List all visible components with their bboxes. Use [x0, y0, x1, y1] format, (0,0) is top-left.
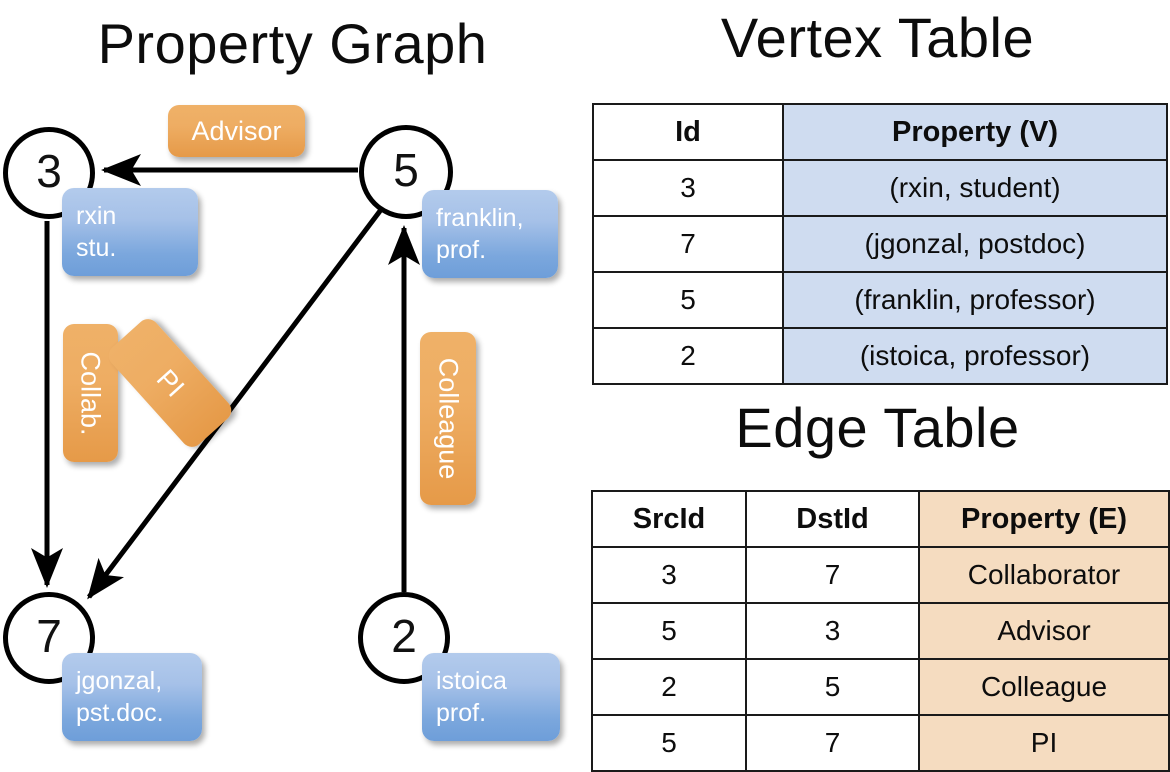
- table-row: 2 (istoica, professor): [592, 327, 1168, 385]
- node-property-2-line1: istoica: [436, 667, 507, 695]
- table-row: 3 7 Collaborator: [591, 546, 1170, 604]
- node-property-3-line2: stu.: [76, 234, 117, 262]
- graph-node-2-label: 2: [391, 610, 417, 662]
- node-property-5-line1: franklin,: [436, 204, 524, 232]
- node-property-7-line1: jgonzal,: [76, 667, 163, 695]
- edge-cell-srcid: 5: [591, 602, 747, 660]
- page-title-vertex-table: Vertex Table: [720, 6, 1035, 69]
- vertex-cell-id: 5: [592, 271, 784, 329]
- table-row: 5 7 PI: [591, 714, 1170, 772]
- graph-node-5[interactable]: 5: [359, 125, 453, 219]
- vertex-cell-property: (istoica, professor): [782, 327, 1168, 385]
- node-property-5-line2: prof.: [436, 236, 487, 264]
- node-property-box-7: jgonzal, pst.doc.: [62, 653, 202, 741]
- edge-cell-dstid: 7: [745, 714, 920, 772]
- edge-label-pi-text: PI: [150, 363, 191, 403]
- edge-cell-dstid: 5: [745, 658, 920, 716]
- edge-table: SrcId DstId Property (E) 3 7 Collaborato…: [591, 490, 1170, 772]
- edge-label-collab: Collab.: [63, 324, 118, 462]
- edge-label-colleague: Colleague: [420, 332, 476, 505]
- edge-5-to-7-pi: [87, 205, 385, 600]
- property-graph-diagram: 3 5 7 2 rxin stu. franklin, prof. jgonza…: [0, 0, 585, 760]
- node-property-box-2: istoica prof.: [422, 653, 560, 741]
- node-property-3-line1: rxin: [76, 202, 117, 230]
- page-title-property-graph: Property Graph: [97, 12, 488, 75]
- node-property-2-line2: prof.: [436, 699, 487, 727]
- vertex-cell-id: 7: [592, 215, 784, 273]
- edge-table-col-srcid: SrcId: [591, 490, 747, 548]
- vertex-table-col-property: Property (V): [782, 103, 1168, 161]
- vertex-cell-property: (rxin, student): [782, 159, 1168, 217]
- vertex-table-header-row: Id Property (V): [592, 103, 1168, 161]
- table-row: 3 (rxin, student): [592, 159, 1168, 217]
- node-property-box-3: rxin stu.: [62, 188, 198, 276]
- edge-cell-srcid: 3: [591, 546, 747, 604]
- edge-label-collab-text: Collab.: [76, 350, 107, 436]
- edge-table-col-dstid: DstId: [745, 490, 920, 548]
- vertex-table: Id Property (V) 3 (rxin, student) 7 (jgo…: [592, 103, 1168, 385]
- edge-cell-property: Advisor: [918, 602, 1170, 660]
- node-property-7-line2: pst.doc.: [76, 699, 164, 727]
- edge-label-advisor-text: Advisor: [191, 115, 282, 146]
- edge-label-advisor: Advisor: [168, 105, 305, 157]
- edge-cell-dstid: 3: [745, 602, 920, 660]
- edge-cell-property: Collaborator: [918, 546, 1170, 604]
- table-row: 5 (franklin, professor): [592, 271, 1168, 329]
- table-row: 2 5 Colleague: [591, 658, 1170, 716]
- edge-table-col-property: Property (E): [918, 490, 1170, 548]
- edge-cell-srcid: 5: [591, 714, 747, 772]
- graph-node-2[interactable]: 2: [358, 592, 450, 684]
- vertex-cell-property: (jgonzal, postdoc): [782, 215, 1168, 273]
- table-row: 7 (jgonzal, postdoc): [592, 215, 1168, 273]
- vertex-cell-id: 3: [592, 159, 784, 217]
- edge-cell-dstid: 7: [745, 546, 920, 604]
- graph-node-3-label: 3: [36, 145, 62, 197]
- edge-cell-property: Colleague: [918, 658, 1170, 716]
- edge-cell-srcid: 2: [591, 658, 747, 716]
- graph-node-5-label: 5: [393, 144, 419, 196]
- edge-label-colleague-text: Colleague: [433, 357, 464, 480]
- page-title-edge-table: Edge Table: [735, 396, 1020, 459]
- node-property-box-5: franklin, prof.: [422, 190, 558, 278]
- vertex-table-col-id: Id: [592, 103, 784, 161]
- edge-table-header-row: SrcId DstId Property (E): [591, 490, 1170, 548]
- graph-edges-svg: [31, 154, 420, 600]
- graph-node-7-label: 7: [36, 610, 62, 662]
- vertex-cell-id: 2: [592, 327, 784, 385]
- table-row: 5 3 Advisor: [591, 602, 1170, 660]
- vertex-cell-property: (franklin, professor): [782, 271, 1168, 329]
- edge-cell-property: PI: [918, 714, 1170, 772]
